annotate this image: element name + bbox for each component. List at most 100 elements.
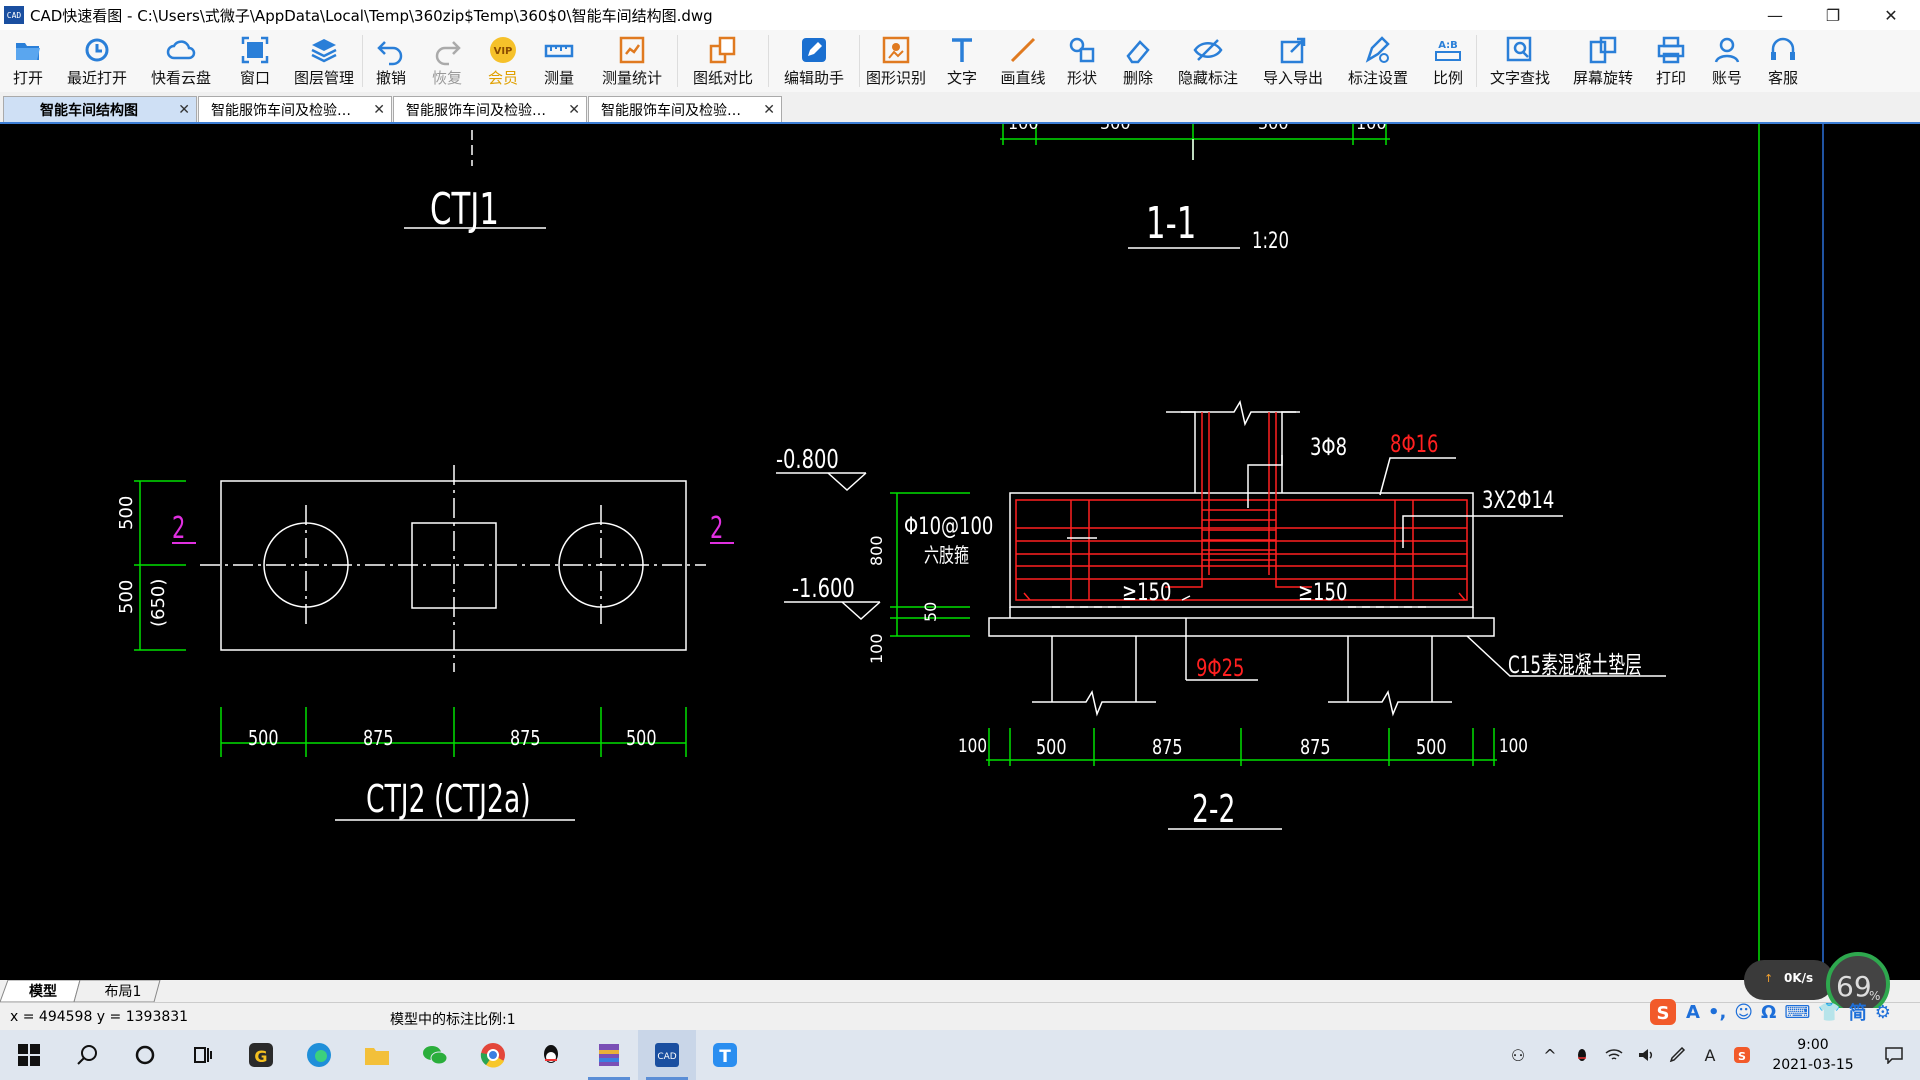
minimize-button[interactable]: — bbox=[1767, 5, 1783, 25]
start-button[interactable] bbox=[0, 1030, 58, 1080]
qq-tray-icon[interactable] bbox=[1566, 1047, 1598, 1063]
vip-button[interactable]: VIP 会员 bbox=[475, 30, 531, 92]
chevron-up-icon[interactable]: ^ bbox=[1543, 1045, 1557, 1065]
rotate-screen-button[interactable]: 屏幕旋转 bbox=[1563, 30, 1643, 92]
tab-document-3[interactable]: 智能服饰车间及检验… ✕ bbox=[393, 96, 587, 122]
tab-close-icon[interactable]: ✕ bbox=[178, 101, 190, 118]
clock[interactable]: 9:00 2021-03-15 bbox=[1758, 1035, 1868, 1075]
tab-close-icon[interactable]: ✕ bbox=[763, 101, 775, 118]
eraser-icon bbox=[1126, 40, 1150, 64]
upload-arrow-icon: ↑ bbox=[1764, 972, 1773, 985]
network-speed-widget[interactable]: ↑ 0K/s 69 % bbox=[1744, 950, 1894, 1016]
measure-stats-button[interactable]: 测量统计 bbox=[587, 30, 677, 92]
account-button[interactable]: 账号 bbox=[1699, 30, 1755, 92]
taskbar-chrome[interactable] bbox=[464, 1030, 522, 1080]
wechat-icon bbox=[423, 1046, 448, 1065]
history-icon bbox=[85, 38, 109, 62]
ime-settings-icon[interactable]: ⚙ bbox=[1874, 1001, 1891, 1023]
taskbar-edge[interactable] bbox=[290, 1030, 348, 1080]
task-view-button[interactable] bbox=[174, 1030, 232, 1080]
wifi-icon[interactable] bbox=[1598, 1047, 1630, 1063]
layout-tab-shapes bbox=[0, 980, 161, 1002]
title-bar: CAD CAD快速看图 - C:\Users\式微子\AppData\Local… bbox=[0, 0, 1920, 30]
taskbar-explorer[interactable] bbox=[348, 1030, 406, 1080]
cloud-disk-button[interactable]: 快看云盘 bbox=[138, 30, 224, 92]
shapes-button[interactable]: 形状 bbox=[1054, 30, 1110, 92]
import-export-button[interactable]: 导入导出 bbox=[1250, 30, 1336, 92]
ime-keyboard-icon[interactable]: ⌨ bbox=[1784, 1001, 1811, 1023]
edit-assistant-button[interactable]: 编辑助手 bbox=[769, 30, 859, 92]
shape-recognize-button[interactable]: 图形识别 bbox=[860, 30, 932, 92]
input-language-icon[interactable]: A bbox=[1704, 1045, 1716, 1065]
search-button[interactable] bbox=[58, 1030, 116, 1080]
taskbar: G CAD T ⚇ ^ A S bbox=[0, 1030, 1920, 1080]
tab-document-1[interactable]: 智能车间结构图 ✕ bbox=[3, 96, 197, 122]
tab-close-icon[interactable]: ✕ bbox=[568, 101, 580, 118]
dim-text: 800 bbox=[867, 535, 886, 566]
taskbar-cad[interactable]: CAD bbox=[638, 1030, 696, 1080]
cursor-coordinates: x = 494598 y = 1393831 bbox=[10, 1009, 189, 1025]
ime-symbol-icon[interactable]: Ω bbox=[1761, 1001, 1777, 1023]
app-logo-icon: CAD bbox=[4, 6, 24, 24]
support-button[interactable]: 客服 bbox=[1755, 30, 1811, 92]
dim-text: 875 bbox=[363, 727, 394, 750]
section-2-title: 2-2 bbox=[1192, 787, 1235, 831]
hide-annotation-button[interactable]: 隐藏标注 bbox=[1166, 30, 1250, 92]
taskbar-winrar[interactable] bbox=[580, 1030, 638, 1080]
tab-document-4[interactable]: 智能服饰车间及检验… ✕ bbox=[588, 96, 782, 122]
hide-eye-icon bbox=[1193, 39, 1223, 61]
annotation-scale: 模型中的标注比例:1 bbox=[390, 1012, 516, 1028]
taskbar-app-g[interactable]: G bbox=[232, 1030, 290, 1080]
pen-icon[interactable] bbox=[1662, 1047, 1694, 1063]
elevation-bottom: -1.600 bbox=[792, 574, 855, 603]
ime-skin-icon[interactable]: 👕 bbox=[1818, 1001, 1841, 1023]
clock-date: 2021-03-15 bbox=[1772, 1057, 1854, 1073]
measure-button[interactable]: 测量 bbox=[531, 30, 587, 92]
toolbar-divider bbox=[859, 35, 860, 87]
taskbar-t-app[interactable]: T bbox=[696, 1030, 754, 1080]
sogou-tray-icon[interactable]: S bbox=[1726, 1046, 1758, 1064]
annotation-settings-button[interactable]: 标注设置 bbox=[1336, 30, 1420, 92]
notification-button[interactable] bbox=[1868, 1046, 1920, 1064]
ge150-label: ≥150 bbox=[1298, 579, 1347, 607]
recent-open-button[interactable]: 最近打开 bbox=[56, 30, 138, 92]
ime-punct-icon[interactable]: •, bbox=[1707, 1001, 1727, 1023]
tab-close-icon[interactable]: ✕ bbox=[373, 101, 385, 118]
drawing-canvas[interactable]: 100 500 500 100 CTJ1 1-1 1:20 500 500 (6… bbox=[0, 124, 1920, 980]
redo-button[interactable]: 恢复 bbox=[419, 30, 475, 92]
archive-icon bbox=[599, 1044, 619, 1066]
ime-toolbar[interactable]: S A •, ☺ Ω ⌨ 👕 简 ⚙ bbox=[1640, 996, 1920, 1028]
taskbar-qq[interactable] bbox=[522, 1030, 580, 1080]
delete-button[interactable]: 删除 bbox=[1110, 30, 1166, 92]
volume-icon[interactable] bbox=[1630, 1047, 1662, 1063]
compare-button[interactable]: 图纸对比 bbox=[678, 30, 768, 92]
toolbar-divider bbox=[768, 35, 769, 87]
toolbar-divider bbox=[677, 35, 678, 87]
taskbar-wechat[interactable] bbox=[406, 1030, 464, 1080]
ime-mode-icon[interactable]: A bbox=[1686, 1001, 1700, 1023]
tab-model[interactable]: 模型 bbox=[29, 984, 57, 1000]
undo-button[interactable]: 撤销 bbox=[363, 30, 419, 92]
dim-text: 100 bbox=[867, 633, 886, 664]
layer-manager-button[interactable]: 图层管理 bbox=[286, 30, 362, 92]
open-button[interactable]: 打开 bbox=[0, 30, 56, 92]
edge-icon bbox=[307, 1043, 331, 1067]
clock-time: 9:00 bbox=[1797, 1037, 1829, 1053]
print-button[interactable]: 打印 bbox=[1643, 30, 1699, 92]
draw-line-button[interactable]: 画直线 bbox=[992, 30, 1054, 92]
restore-button[interactable]: ❐ bbox=[1825, 5, 1841, 25]
ime-emoji-icon[interactable]: ☺ bbox=[1734, 1001, 1754, 1023]
tab-document-2[interactable]: 智能服饰车间及检验… ✕ bbox=[198, 96, 392, 122]
cortana-button[interactable] bbox=[116, 1030, 174, 1080]
tab-layout1[interactable]: 布局1 bbox=[104, 984, 142, 1000]
dim-text: 100 bbox=[1499, 735, 1528, 757]
user-icon bbox=[1714, 37, 1740, 63]
close-button[interactable]: ✕ bbox=[1884, 5, 1898, 25]
ime-simplified-icon[interactable]: 简 bbox=[1848, 1003, 1867, 1024]
scale-button[interactable]: A:B 比例 bbox=[1420, 30, 1476, 92]
text-button[interactable]: 文字 bbox=[932, 30, 992, 92]
window-title: CAD快速看图 - C:\Users\式微子\AppData\Local\Tem… bbox=[30, 6, 713, 25]
text-search-button[interactable]: 文字查找 bbox=[1477, 30, 1563, 92]
people-icon[interactable]: ⚇ bbox=[1510, 1045, 1526, 1065]
window-button[interactable]: 窗口 bbox=[224, 30, 286, 92]
